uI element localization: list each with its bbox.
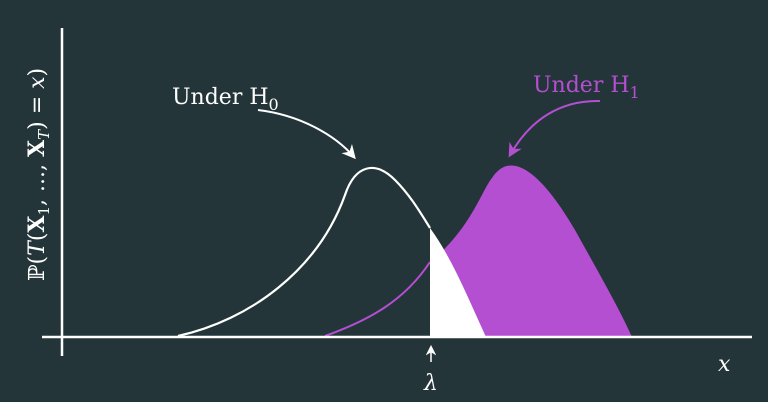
svg-text:ℙ(T(X1, ..., XT) = x): ℙ(T(X1, ..., XT) = x): [24, 68, 53, 281]
h1-rejection-area: [430, 165, 632, 337]
y-axis-label: ℙ(T(X1, ..., XT) = x): [24, 68, 53, 281]
h0-tail-area: [430, 228, 486, 337]
x-axis-label: x: [718, 352, 731, 377]
h1-label: Under H1: [533, 73, 640, 102]
h0-annotation-arrow: [257, 109, 356, 160]
threshold-label: λ: [423, 371, 438, 396]
h0-label: Under H0: [172, 85, 279, 114]
h1-annotation-arrow: [508, 99, 601, 158]
h1-density-curve: [324, 261, 431, 337]
h0-density-curve: [177, 167, 431, 338]
